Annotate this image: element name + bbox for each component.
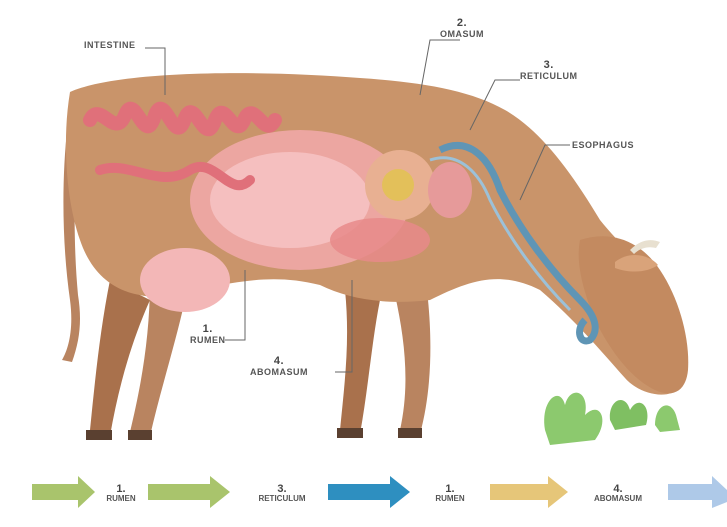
cow-hoof (398, 428, 422, 438)
flow-arrow-4 (490, 476, 568, 508)
rumen-label: 1. RUMEN (190, 324, 226, 346)
esophagus-label: ESOPHAGUS (572, 140, 634, 151)
flow-step-4-name: ABOMASUM (594, 494, 642, 503)
grass-clump (610, 400, 648, 430)
grass-clump (544, 393, 602, 445)
reticulum-organ (428, 162, 472, 218)
cow-horn (630, 240, 660, 254)
flow-step-1-number: 1. (98, 484, 144, 494)
flow-step-3-name: RUMEN (435, 494, 464, 503)
esophagus-label-text: ESOPHAGUS (572, 140, 634, 150)
abomasum-number: 4. (250, 356, 308, 367)
intestine-label-text: INTESTINE (84, 40, 136, 50)
flow-arrow-1 (32, 476, 95, 508)
omasum-number: 2. (440, 18, 484, 29)
rumen-number: 1. (190, 324, 226, 335)
flow-step-3: 1. RUMEN (414, 484, 486, 504)
cow-hoof (128, 430, 152, 440)
flow-step-3-number: 1. (414, 484, 486, 494)
grass-clump (655, 405, 680, 432)
flow-step-2-number: 3. (240, 484, 324, 494)
reticulum-name: RETICULUM (520, 71, 578, 81)
omasum-core (382, 169, 414, 201)
flow-arrow-5 (668, 476, 727, 508)
flow-arrow-2 (148, 476, 230, 508)
cow-front-leg-2 (395, 295, 430, 434)
reticulum-label: 3. RETICULUM (520, 60, 578, 82)
cow-udder (140, 248, 230, 312)
cow-hoof (86, 430, 112, 440)
flow-step-2-name: RETICULUM (258, 494, 305, 503)
cow-hoof (337, 428, 363, 438)
grass (544, 393, 680, 445)
flow-step-1: 1. RUMEN (98, 484, 144, 504)
flow-arrow-3 (328, 476, 410, 508)
abomasum-label: 4. ABOMASUM (250, 356, 308, 378)
abomasum-name: ABOMASUM (250, 367, 308, 377)
omasum-label: 2. OMASUM (440, 18, 484, 40)
flow-step-4-number: 4. (574, 484, 662, 494)
omasum-name: OMASUM (440, 29, 484, 39)
rumen-name: RUMEN (190, 335, 226, 345)
intestine-label: INTESTINE (84, 40, 136, 51)
cow-front-leg (340, 290, 380, 434)
flow-step-1-name: RUMEN (106, 494, 135, 503)
flow-step-2: 3. RETICULUM (240, 484, 324, 504)
reticulum-number: 3. (520, 60, 578, 71)
flow-step-4: 4. ABOMASUM (574, 484, 662, 504)
abomasum-organ (330, 218, 430, 262)
